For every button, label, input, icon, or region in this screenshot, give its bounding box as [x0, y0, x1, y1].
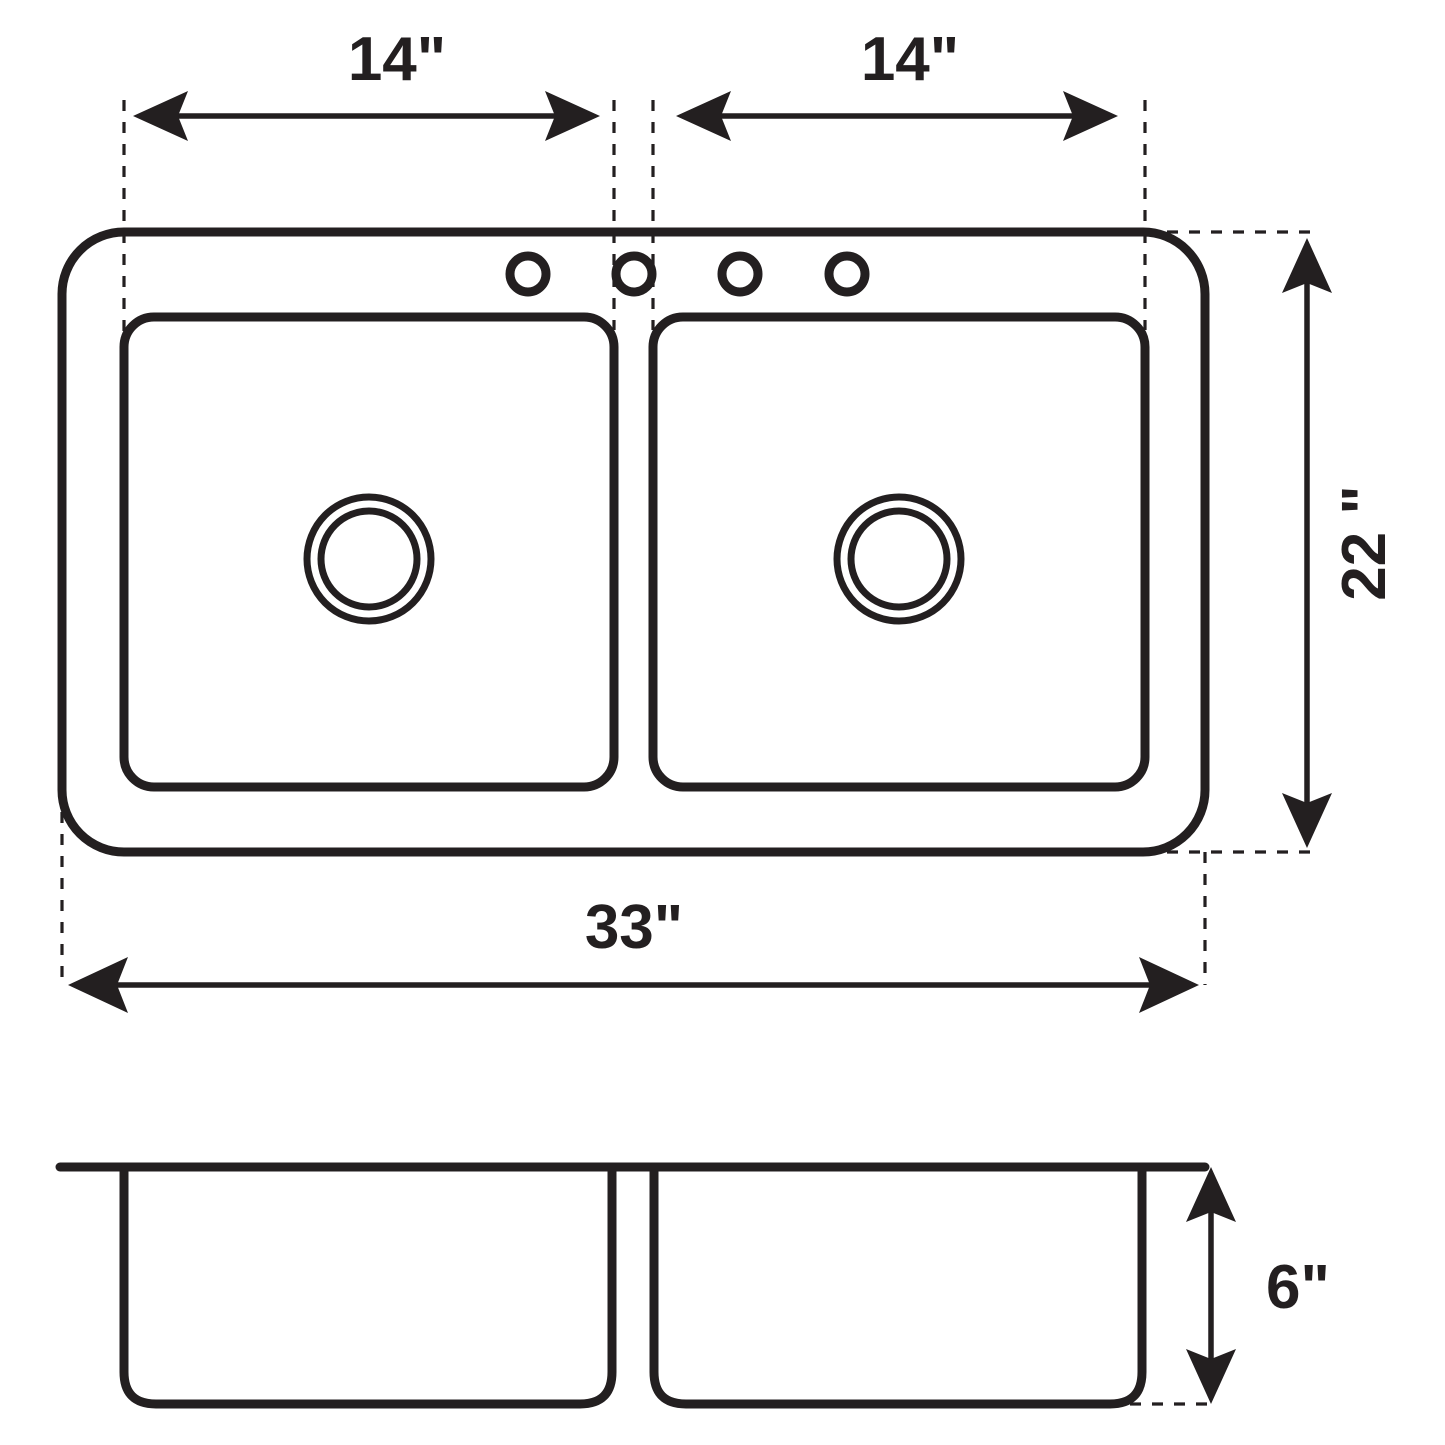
- faucet-hole-2: [611, 251, 657, 297]
- arrow-left-14-end: [545, 91, 600, 141]
- arrow-6-top: [1186, 1167, 1236, 1222]
- dim-label-bowl-depth: 6": [1266, 1253, 1330, 1322]
- faucet-hole-1: [505, 251, 551, 297]
- side-view-left-bowl: [119, 1162, 617, 1409]
- faucet-hole-4: [824, 251, 870, 297]
- right-bowl-outline: [648, 312, 1150, 792]
- dim-label-overall-width: 33": [585, 893, 683, 962]
- arrow-22-bottom: [1282, 793, 1332, 848]
- arrow-right-14-start: [676, 91, 731, 141]
- arrow-6-bottom: [1186, 1349, 1236, 1404]
- left-drain-outer-ring: [303, 493, 435, 625]
- dimension-left-bowl-width: 14": [133, 25, 600, 141]
- arrow-33-left: [68, 957, 128, 1013]
- top-view: [57, 227, 1210, 857]
- arrow-22-top: [1282, 238, 1332, 293]
- faucet-hole-3: [717, 251, 763, 297]
- dimension-right-bowl-width: 14": [676, 25, 1118, 141]
- side-view-right-bowl: [649, 1162, 1147, 1409]
- dim-label-left-bowl-width: 14": [348, 25, 446, 94]
- dimension-overall-depth: 22 ": [1282, 238, 1399, 848]
- left-bowl-outline: [119, 312, 619, 792]
- right-drain-inner-ring: [847, 507, 951, 611]
- right-drain-outer-ring: [833, 493, 965, 625]
- side-view: [55, 1162, 1210, 1409]
- dim-label-overall-depth: 22 ": [1330, 485, 1399, 601]
- sink-rim-outline: [57, 227, 1210, 857]
- arrow-left-14-start: [133, 91, 188, 141]
- right-drain: [833, 493, 965, 625]
- left-drain-inner-ring: [317, 507, 421, 611]
- dim-label-right-bowl-width: 14": [861, 25, 959, 94]
- dimension-bowl-depth: 6": [1186, 1167, 1330, 1404]
- arrow-right-14-end: [1063, 91, 1118, 141]
- arrow-33-right: [1139, 957, 1199, 1013]
- extension-lines: [60, 100, 1320, 1406]
- left-drain: [303, 493, 435, 625]
- dimension-overall-width: 33": [68, 893, 1199, 1013]
